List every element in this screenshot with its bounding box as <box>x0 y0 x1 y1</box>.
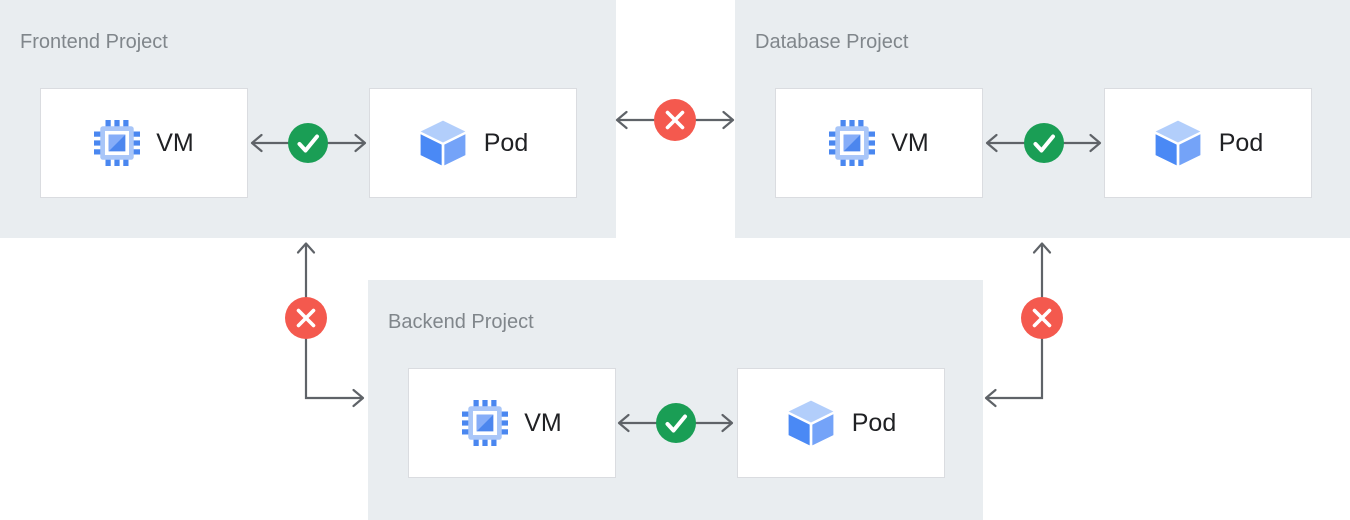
vm-chip-icon <box>94 120 140 166</box>
backend-project-title: Backend Project <box>388 311 534 333</box>
panel-frontend-project: Frontend Project VM Pod <box>0 0 616 238</box>
database-project-title: Database Project <box>755 31 909 53</box>
arrowhead-up-icon <box>296 242 316 254</box>
frontend-project-title: Frontend Project <box>20 31 168 53</box>
vm-label: VM <box>524 408 562 437</box>
pod-label: Pod <box>1218 128 1264 157</box>
cross-icon <box>1021 297 1063 339</box>
database-vm-node: VM <box>775 88 983 198</box>
pod-cube-icon <box>1153 120 1203 166</box>
frontend-backend-connector <box>285 242 365 408</box>
arrowhead-up-icon <box>1032 242 1052 254</box>
pod-cube-icon <box>786 400 836 446</box>
backend-pod-node: Pod <box>737 368 945 478</box>
frontend-vm-node: VM <box>40 88 248 198</box>
frontend-pod-node: Pod <box>369 88 577 198</box>
arrowhead-right-icon <box>352 388 365 408</box>
pod-cube-icon <box>418 120 468 166</box>
frontend-database-connector <box>615 99 735 141</box>
arrowhead-left-icon <box>984 388 997 408</box>
vm-chip-icon <box>829 120 875 166</box>
pod-label: Pod <box>851 408 897 437</box>
cross-icon <box>285 297 327 339</box>
backend-vm-node: VM <box>408 368 616 478</box>
database-backend-connector <box>984 242 1063 408</box>
vm-chip-icon <box>462 400 508 446</box>
arrowhead-right-icon <box>722 110 735 130</box>
panel-database-project: Database Project VM Pod <box>735 0 1350 238</box>
vm-label: VM <box>891 128 929 157</box>
arrowhead-left-icon <box>615 110 628 130</box>
cross-icon <box>654 99 696 141</box>
pod-label: Pod <box>483 128 529 157</box>
vm-label: VM <box>156 128 194 157</box>
database-pod-node: Pod <box>1104 88 1312 198</box>
panel-backend-project: Backend Project VM Pod <box>368 280 983 520</box>
